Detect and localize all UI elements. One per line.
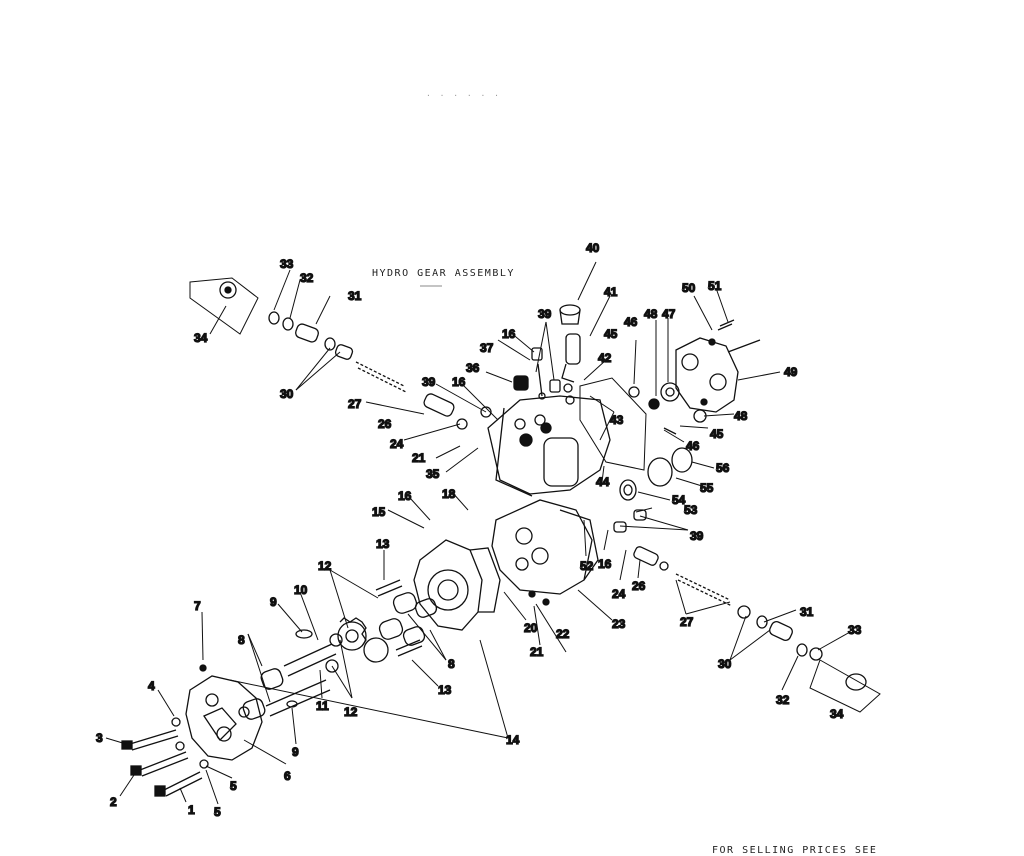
callout-48a: 48 <box>644 307 658 321</box>
callout-43: 43 <box>610 413 624 427</box>
callout-27a: 27 <box>348 397 362 411</box>
callout-3: 3 <box>96 731 103 745</box>
callout-34b: 34 <box>830 707 844 721</box>
callout-49: 49 <box>784 365 798 379</box>
valve-body <box>487 395 611 497</box>
callout-41: 41 <box>604 285 618 299</box>
callout-39c: 39 <box>690 529 704 543</box>
bolts-left <box>121 729 203 797</box>
callout-31a: 31 <box>348 289 362 303</box>
callout-21a: 21 <box>412 451 426 465</box>
callout-50: 50 <box>682 281 696 295</box>
callout-44: 44 <box>596 475 610 489</box>
callout-8b: 8 <box>448 657 455 671</box>
callout-51: 51 <box>708 279 722 293</box>
callout-47: 47 <box>662 307 676 321</box>
callout-12a: 12 <box>318 559 332 573</box>
callout-30a: 30 <box>280 387 294 401</box>
callout-9b: 9 <box>292 745 299 759</box>
relief-valve-left <box>189 277 492 430</box>
callout-6: 6 <box>284 769 291 783</box>
callout-32a: 32 <box>300 271 314 285</box>
callout-11: 11 <box>316 699 329 713</box>
gasket <box>579 377 647 471</box>
callout-30b: 30 <box>718 657 732 671</box>
callout-26b: 26 <box>632 579 646 593</box>
callout-1: 1 <box>188 803 195 817</box>
callout-4: 4 <box>148 679 155 693</box>
callout-12b: 12 <box>344 705 358 719</box>
center-plate <box>413 539 501 631</box>
callout-10: 10 <box>294 583 308 597</box>
callout-45a: 45 <box>604 327 618 341</box>
callout-40: 40 <box>586 241 600 255</box>
callout-16c: 16 <box>452 375 466 389</box>
callout-9a: 9 <box>270 595 277 609</box>
bushings-and-shafts <box>242 629 343 720</box>
callout-20: 20 <box>524 621 538 635</box>
relief-valve-right <box>633 546 881 713</box>
diagram-title: HYDRO GEAR ASSEMBLY <box>372 268 515 279</box>
callout-26a: 26 <box>378 417 392 431</box>
callout-27b: 27 <box>680 615 694 629</box>
callout-46b: 46 <box>686 439 700 453</box>
callout-36: 36 <box>466 361 480 375</box>
callout-33a: 33 <box>280 257 294 271</box>
callout-18: 18 <box>442 487 456 501</box>
callout-56: 56 <box>716 461 730 475</box>
main-housing <box>491 499 599 606</box>
callout-34a: 34 <box>194 331 208 345</box>
callout-16b: 16 <box>502 327 516 341</box>
callout-2: 2 <box>110 795 117 809</box>
washers-left <box>171 664 209 769</box>
leader-lines <box>105 261 851 805</box>
callout-22: 22 <box>556 627 570 641</box>
right-small-parts <box>628 319 735 435</box>
upper-fittings <box>513 347 575 405</box>
callout-35: 35 <box>426 467 440 481</box>
callout-31b: 31 <box>800 605 814 619</box>
callout-52: 52 <box>580 559 594 573</box>
callout-53: 53 <box>684 503 698 517</box>
callout-32b: 32 <box>776 693 790 707</box>
callout-8a: 8 <box>238 633 245 647</box>
gears <box>337 617 389 663</box>
callout-13a: 13 <box>376 537 390 551</box>
callout-21b: 21 <box>530 645 544 659</box>
callout-15: 15 <box>372 505 386 519</box>
callout-16d: 16 <box>598 557 612 571</box>
seals-right <box>613 447 693 533</box>
callout-16a: 16 <box>398 489 412 503</box>
callout-42: 42 <box>598 351 612 365</box>
callout-37: 37 <box>480 341 494 355</box>
callout-39b: 39 <box>422 375 436 389</box>
end-cap-left <box>185 675 263 761</box>
callout-13b: 13 <box>438 683 452 697</box>
callout-24b: 24 <box>612 587 626 601</box>
callout-54: 54 <box>672 493 686 507</box>
bearings-center <box>375 579 438 657</box>
callout-48b: 48 <box>734 409 748 423</box>
callout-5b: 5 <box>214 805 221 819</box>
callout-14: 14 <box>506 733 520 747</box>
callout-7: 7 <box>194 599 201 613</box>
scan-marks: . . . . . . <box>426 89 501 98</box>
callout-24a: 24 <box>390 437 404 451</box>
callout-5a: 5 <box>230 779 237 793</box>
callout-39a: 39 <box>538 307 552 321</box>
callout-labels: 1 2 3 4 5 5 6 7 8 8 9 9 10 11 12 12 13 1… <box>95 240 862 819</box>
top-plug <box>559 304 581 383</box>
footer-note: FOR SELLING PRICES SEE <box>712 845 878 856</box>
callout-55: 55 <box>700 481 714 495</box>
callout-45b: 45 <box>710 427 724 441</box>
end-cap-right <box>675 337 761 413</box>
callout-33b: 33 <box>848 623 862 637</box>
callout-46a: 46 <box>624 315 638 329</box>
callout-23: 23 <box>612 617 626 631</box>
